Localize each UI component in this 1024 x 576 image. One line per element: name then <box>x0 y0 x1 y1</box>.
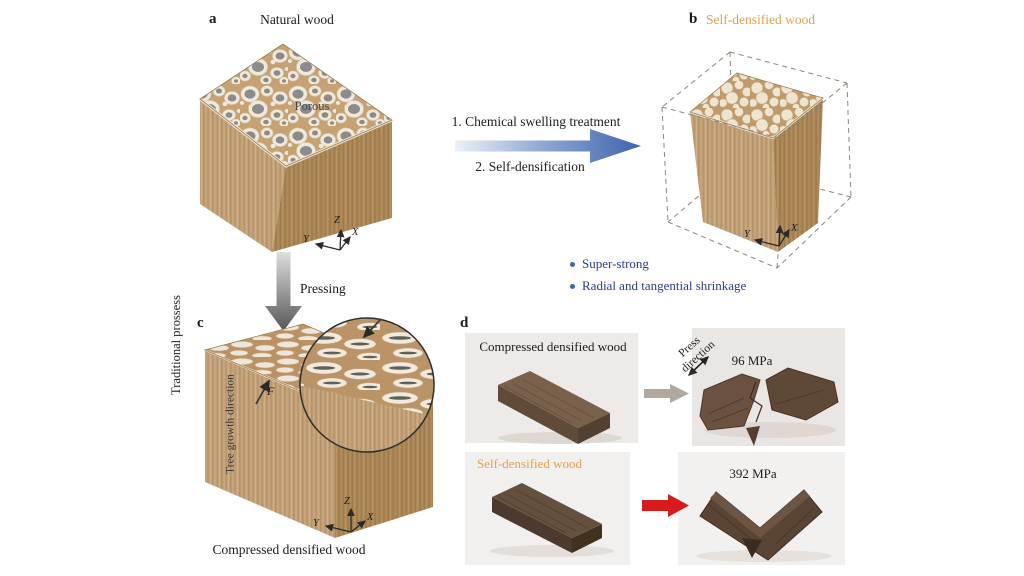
red-arrow-icon <box>642 494 689 517</box>
self-densified-bar <box>490 483 614 557</box>
panel-a-title: Natural wood <box>260 12 334 27</box>
compressed-sample-label: Compressed densified wood <box>479 339 627 354</box>
gray-arrow-icon <box>644 384 689 403</box>
strength-96mpa-label: 96 MPa <box>731 353 773 368</box>
natural-wood-block <box>199 43 393 252</box>
bullet-shrinkage: Radial and tangential shrinkage <box>570 278 746 294</box>
growth-direction-label: Tree growth direction <box>224 374 237 474</box>
axis-c-x-label: X <box>367 512 374 523</box>
axis-a-x-label: X <box>352 227 359 238</box>
panel-b-title: Self-densified wood <box>706 12 816 27</box>
bullet-dot-icon <box>570 261 575 267</box>
panel-c-letter: c <box>197 315 204 331</box>
panel-b-letter: b <box>689 11 698 27</box>
broken-wood-piece <box>699 367 839 446</box>
porous-label: Porous <box>294 99 330 113</box>
pressing-label: Pressing <box>300 281 346 296</box>
bullet-dot-icon <box>570 283 575 289</box>
traditional-process-label: Traditional prossess <box>168 295 183 395</box>
press-direction-arrow-icon <box>687 356 710 376</box>
compressed-wood-bar <box>498 371 622 444</box>
pressing-arrow-icon <box>265 252 302 331</box>
axis-c-z-label: Z <box>344 496 350 507</box>
selfdensified-sample-label: Self-densified wood <box>477 456 583 471</box>
process-step1-label: 1. Chemical swelling treatment <box>451 114 621 129</box>
self-densified-block <box>689 72 824 252</box>
zoom-pointer-arrow-icon <box>362 318 382 339</box>
axes-c-icon <box>324 507 367 533</box>
axis-a-y-label: Y <box>303 234 309 245</box>
bullet-super-strong: Super-strong <box>570 256 649 272</box>
axes-a-icon <box>314 228 351 251</box>
panel-d-letter: d <box>460 315 469 331</box>
axis-c-y-label: Y <box>313 518 319 529</box>
process-step2-label: 2. Self-densification <box>475 159 585 174</box>
axis-b-y-label: Y <box>744 229 750 240</box>
process-arrow-icon <box>455 129 641 163</box>
force-arrow-icon <box>255 379 270 405</box>
axis-b-x-label: X <box>791 223 798 234</box>
panel-a-letter: a <box>209 11 217 27</box>
shrinkage-dashed-box-front <box>661 51 852 269</box>
bent-wood-piece <box>696 489 832 562</box>
force-label: F <box>267 384 275 398</box>
panel-c-caption: Compressed densified wood <box>212 542 366 557</box>
axes-b-icon <box>753 224 790 247</box>
strength-392mpa-label: 392 MPa <box>729 466 777 481</box>
zoom-circle <box>299 317 435 453</box>
axis-a-z-label: Z <box>334 215 340 226</box>
